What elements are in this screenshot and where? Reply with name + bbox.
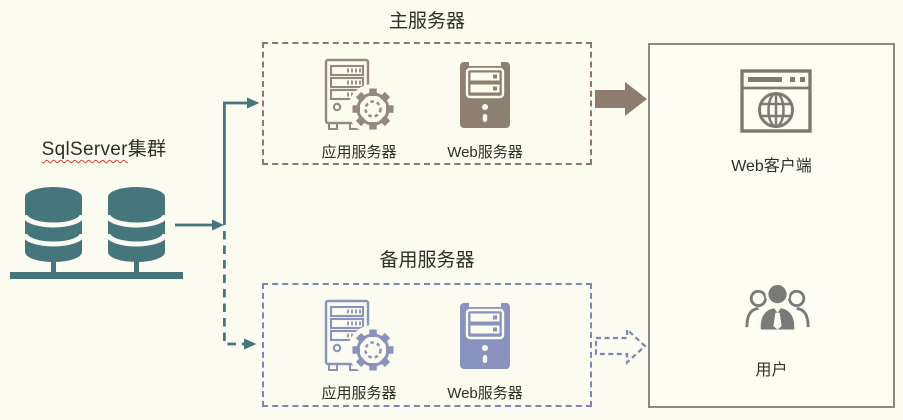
client-box: Web客户端 用户 — [648, 43, 895, 408]
main-server-box: 应用服务器 Web服务器 — [262, 42, 592, 165]
database-cylinder-icon — [105, 187, 168, 262]
dashed-block-arrow-right-icon — [594, 326, 647, 366]
db-baseline-bar — [10, 272, 183, 279]
backup-server-title: 备用服务器 — [379, 250, 475, 271]
cluster-title-latin: SqlServer — [41, 139, 128, 160]
server-gear-icon — [324, 299, 398, 375]
cluster-title-cjk: 集群 — [127, 139, 167, 160]
main-web-server: Web服务器 — [422, 55, 548, 162]
browser-globe-icon — [740, 69, 812, 133]
database-cluster-art — [10, 187, 183, 279]
backup-web-server: Web服务器 — [422, 296, 548, 403]
junction-to-main-arrow — [223, 97, 260, 225]
database-cluster — [10, 187, 183, 280]
db-stem — [134, 257, 139, 274]
web-client-label: Web客户端 — [731, 158, 812, 175]
db-stem — [51, 257, 56, 274]
backup-server-box: 应用服务器 Web服务器 — [262, 283, 592, 407]
backup-web-server-label: Web服务器 — [447, 385, 523, 402]
main-app-server: 应用服务器 — [302, 55, 416, 162]
user-group-icon — [744, 277, 811, 339]
main-app-server-label: 应用服务器 — [321, 144, 397, 161]
sqlserver-cluster-title: SqlServer集群 — [18, 134, 190, 161]
user-label: 用户 — [755, 362, 788, 379]
main-web-server-label: Web服务器 — [447, 144, 523, 161]
server-tower-icon — [460, 303, 510, 369]
main-server-title: 主服务器 — [388, 11, 465, 32]
solid-block-arrow-right-icon — [595, 82, 647, 116]
server-tower-icon — [460, 62, 510, 128]
backup-app-server-label: 应用服务器 — [321, 385, 397, 402]
backup-app-server: 应用服务器 — [302, 296, 416, 403]
junction-to-backup-dashed-arrow — [223, 231, 257, 350]
server-gear-icon — [324, 58, 398, 134]
database-cylinder-icon — [22, 187, 85, 262]
